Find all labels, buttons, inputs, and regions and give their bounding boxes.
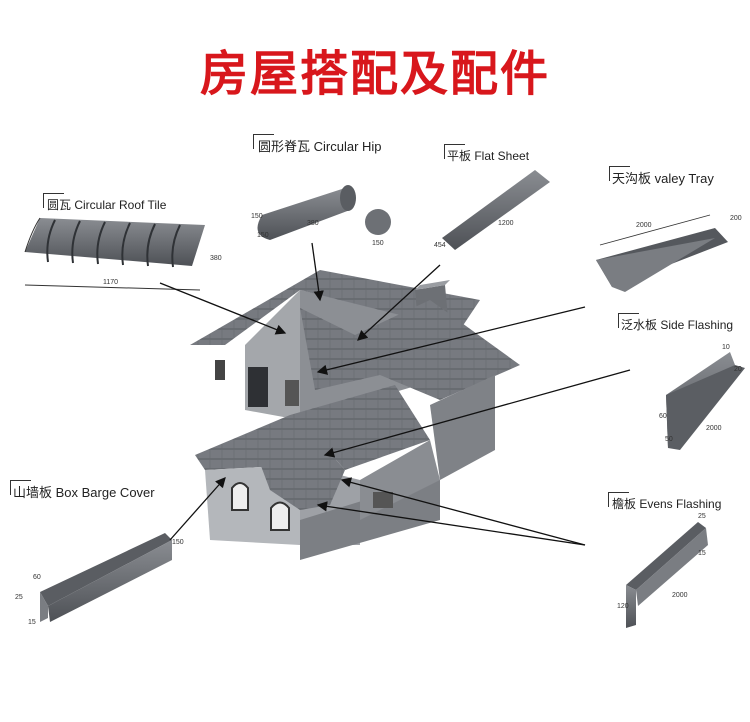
house-right-wall — [430, 375, 495, 480]
dim-valley-width: 200 — [730, 215, 742, 222]
evens-flashing-drawing — [626, 522, 708, 628]
dim-hip-length: 380 — [307, 220, 319, 227]
label-side-flashing: 泛水板 Side Flashing — [621, 318, 734, 332]
arrow-evens-1 — [340, 477, 586, 546]
dim-hip-circle: 150 — [372, 240, 384, 247]
page-title: 房屋搭配及配件 — [199, 46, 550, 102]
flat-sheet-drawing — [442, 170, 550, 250]
house-gable-roof — [255, 430, 345, 510]
dim-side-d: 50 — [665, 436, 673, 443]
dim-barge-top: 60 — [33, 574, 41, 581]
label-flat-sheet: 平板 Flat Sheet — [447, 149, 530, 163]
house-door — [248, 367, 268, 407]
arrow-side-flashing — [323, 369, 631, 458]
circular-hip-drawing — [257, 185, 391, 240]
valley-tray-drawing — [596, 214, 728, 292]
house-back-roof — [190, 270, 480, 345]
dim-barge-side: 25 — [15, 594, 23, 601]
label-circular-roof-tile: 圆瓦 Circular Roof Tile — [47, 198, 167, 212]
dim-evens-height: 120 — [617, 603, 629, 610]
arrow-valley-tray — [316, 306, 586, 375]
arrow-box-barge — [169, 477, 226, 541]
dim-barge-height: 150 — [172, 539, 184, 546]
label-box-barge-cover: 山墙板 Box Barge Cover — [13, 485, 155, 500]
arrows — [159, 242, 631, 546]
dim-flat-width: 454 — [434, 242, 446, 249]
dim-side-a: 10 — [722, 344, 730, 351]
label-valley-tray: 天沟板 valey Tray — [612, 171, 714, 186]
arrow-roof-tile — [159, 282, 287, 335]
dim-hip-width: 150 — [251, 213, 263, 220]
dim-valley-length: 2000 — [636, 222, 652, 229]
dim-evens-top: 25 — [698, 513, 706, 520]
side-flashing-drawing — [666, 352, 745, 450]
box-barge-cover-drawing — [40, 533, 172, 622]
dim-barge-bottom: 15 — [28, 619, 36, 626]
dim-side-c: 60 — [659, 413, 667, 420]
dim-side-length: 2000 — [706, 425, 722, 432]
dim-side-b: 20 — [734, 366, 742, 373]
arrow-evens-2 — [316, 501, 586, 546]
circular-roof-tile-drawing — [24, 217, 205, 291]
dim-flat-length: 1200 — [498, 220, 514, 227]
dim-tile-width: 1170 — [103, 279, 119, 286]
dim-evens-length: 2000 — [672, 592, 688, 599]
dim-evens-side: 15 — [698, 550, 706, 557]
house-window — [215, 360, 225, 380]
label-evens-flashing: 檐板 Evens Flashing — [612, 497, 722, 511]
house-illustration — [190, 270, 520, 560]
dim-tile-height: 380 — [210, 255, 222, 262]
arrow-flat-sheet — [357, 264, 441, 341]
label-circular-hip: 圆形脊瓦 Circular Hip — [258, 139, 382, 154]
dim-hip-height: 150 — [257, 232, 269, 239]
arrow-circular-hip — [311, 242, 324, 302]
